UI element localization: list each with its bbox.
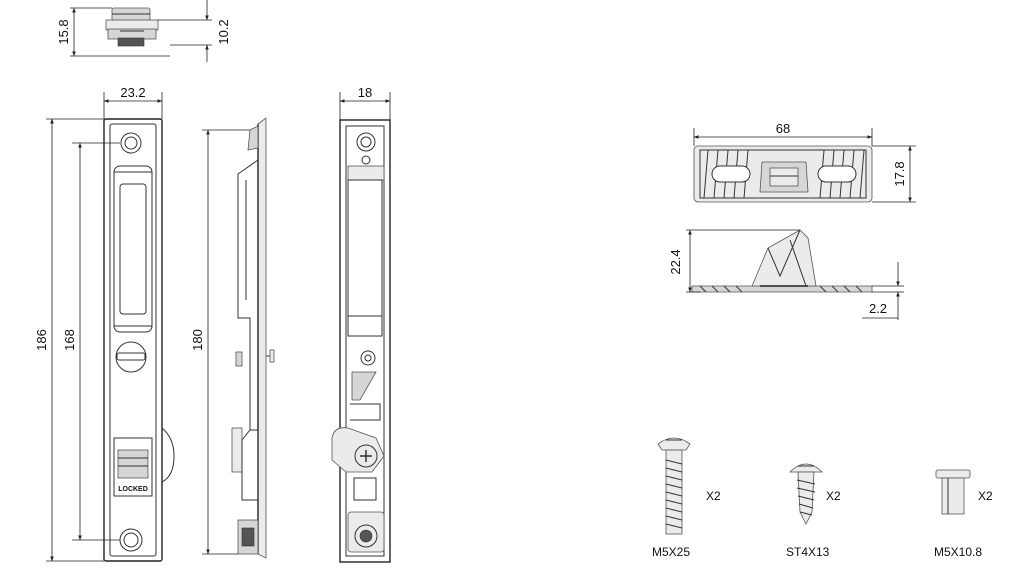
dim-keeper-width: 17.8 bbox=[892, 161, 907, 186]
screw-m5x25-label: M5X25 bbox=[652, 545, 690, 559]
dim-back-width: 18 bbox=[358, 85, 372, 100]
screw-m5x25: X2 M5X25 bbox=[652, 437, 721, 559]
keeper-side-view: 22.4 2.2 bbox=[668, 229, 904, 320]
dim-front-width: 23.2 bbox=[120, 85, 145, 100]
top-view: 15.8 10.2 bbox=[56, 0, 231, 62]
keeper-top-view: 68 17.8 bbox=[693, 121, 916, 203]
front-view: LOCKED 23.2 186 168 bbox=[34, 85, 175, 562]
dim-top-height-outer: 15.8 bbox=[56, 19, 71, 44]
screw-st4x13-label: ST4X13 bbox=[786, 545, 830, 559]
screw-st4x13-qty: X2 bbox=[826, 489, 841, 503]
dim-keeper-length: 68 bbox=[776, 121, 790, 136]
dim-keeper-base-thickness: 2.2 bbox=[869, 301, 887, 316]
dim-front-hole-pitch: 168 bbox=[62, 329, 77, 351]
dim-side-height: 180 bbox=[190, 329, 205, 351]
screw-m5x25-qty: X2 bbox=[706, 489, 721, 503]
side-view: 180 bbox=[190, 117, 275, 559]
back-view: 18 bbox=[331, 85, 391, 563]
locked-stamp: LOCKED bbox=[118, 486, 148, 493]
dim-top-height-inner: 10.2 bbox=[216, 19, 231, 44]
screw-m5x10-8-qty: X2 bbox=[978, 489, 993, 503]
screw-m5x10-8: X2 M5X10.8 bbox=[934, 469, 993, 559]
screw-st4x13: X2 ST4X13 bbox=[786, 463, 841, 559]
dim-keeper-height: 22.4 bbox=[668, 249, 683, 274]
screw-m5x10-8-label: M5X10.8 bbox=[934, 545, 982, 559]
dim-front-total-height: 186 bbox=[34, 329, 49, 351]
